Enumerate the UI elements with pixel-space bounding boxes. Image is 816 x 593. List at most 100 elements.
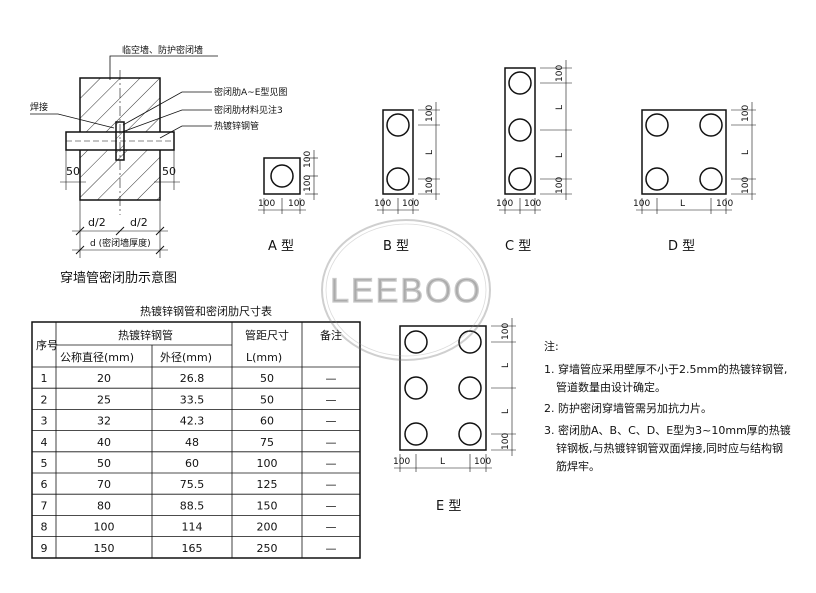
plate-type-e: 100 L L 100 100 L 100 E 型 — [393, 318, 516, 514]
svg-text:100: 100 — [555, 177, 565, 194]
table-cell: 32 — [97, 415, 111, 428]
svg-text:L: L — [425, 150, 435, 155]
rib-type-label: 密闭肋A~E型见图 — [214, 86, 287, 98]
svg-text:100: 100 — [303, 175, 313, 192]
table-cell: — — [326, 393, 337, 406]
table-cell: 75 — [260, 436, 274, 449]
svg-text:100: 100 — [393, 457, 410, 467]
table-cell: — — [326, 499, 337, 512]
header-nominal: 公称直径(mm) — [60, 350, 134, 364]
svg-text:100: 100 — [374, 199, 391, 209]
table-cell: 25 — [97, 393, 111, 406]
plate-e-label: E 型 — [436, 499, 461, 514]
svg-text:100: 100 — [501, 433, 511, 450]
header-pipe: 热镀锌钢管 — [118, 328, 173, 342]
svg-text:100: 100 — [524, 199, 541, 209]
table-cell: — — [326, 415, 337, 428]
svg-text:100: 100 — [303, 151, 313, 168]
dim-half-left: d/2 — [88, 216, 106, 229]
note-3-line-1: 3. 密闭肋A、B、C、D、E型为3~10mm厚的热镀 — [544, 423, 791, 437]
weld-label: 焊接 — [30, 101, 48, 113]
svg-text:L: L — [741, 150, 751, 155]
table-cell: 70 — [97, 478, 111, 491]
table-cell: 3 — [41, 415, 48, 428]
table-cell: 9 — [41, 542, 48, 555]
table-cell: 2 — [41, 393, 48, 406]
wall-label: 临空墙、防护密闭墙 — [122, 44, 203, 56]
plate-b-label: B 型 — [383, 239, 409, 254]
table-cell: — — [326, 372, 337, 385]
table-cell: — — [326, 457, 337, 470]
svg-text:L: L — [680, 199, 685, 209]
svg-text:100: 100 — [402, 199, 419, 209]
table-cell: 50 — [260, 372, 274, 385]
svg-text:100: 100 — [474, 457, 491, 467]
dim-left-50: 50 — [66, 165, 80, 178]
header-remark: 备注 — [320, 328, 342, 342]
table-cell: 7 — [41, 499, 48, 512]
plate-type-b: 100 L 100 100 100 B 型 — [374, 102, 440, 254]
svg-text:100: 100 — [741, 177, 751, 194]
header-spacing-unit: L(mm) — [246, 351, 282, 364]
svg-text:L: L — [501, 363, 511, 368]
table-cell: — — [326, 542, 337, 555]
svg-text:100: 100 — [633, 199, 650, 209]
svg-text:100: 100 — [716, 199, 733, 209]
header-spacing: 管距尺寸 — [245, 328, 289, 342]
table-cell: 150 — [94, 542, 115, 555]
header-seq: 序号 — [36, 338, 58, 352]
table-cell: 114 — [182, 521, 203, 534]
header-outer: 外径(mm) — [160, 351, 212, 364]
svg-text:100: 100 — [425, 105, 435, 122]
plate-d-label: D 型 — [668, 239, 695, 254]
svg-text:L: L — [501, 409, 511, 414]
table-cell: 5 — [41, 457, 48, 470]
dim-right-50: 50 — [162, 165, 176, 178]
table-cell: 75.5 — [180, 478, 205, 491]
svg-text:100: 100 — [741, 105, 751, 122]
rib-material-label: 密闭肋材料见注3 — [214, 104, 283, 116]
plate-c-label: C 型 — [505, 239, 531, 254]
watermark-logo: LEEBOO — [321, 219, 491, 361]
plate-type-c: 100 L L 100 100 100 C 型 — [496, 60, 572, 254]
table-cell: 150 — [257, 499, 278, 512]
table-cell: 20 — [97, 372, 111, 385]
svg-text:100: 100 — [288, 199, 305, 209]
notes: 注: 1. 穿墙管应采用壁厚不小于2.5mm的热镀锌钢管, 管道数量由设计确定。… — [544, 339, 791, 473]
note-2-line-1: 2. 防护密闭穿墙管需另加抗力片。 — [544, 401, 712, 415]
table-cell: 165 — [182, 542, 203, 555]
table-cell: 48 — [185, 436, 199, 449]
table-cell: 100 — [94, 521, 115, 534]
notes-heading: 注: — [544, 339, 559, 353]
note-1-line-2: 管道数量由设计确定。 — [556, 380, 666, 394]
dim-half-right: d/2 — [130, 216, 148, 229]
table-cell: — — [326, 478, 337, 491]
table-cell: 50 — [260, 393, 274, 406]
table-cell: 88.5 — [180, 499, 205, 512]
table-cell: 125 — [257, 478, 278, 491]
pipe-label: 热镀锌钢管 — [214, 120, 259, 132]
svg-text:L: L — [440, 457, 445, 467]
table-cell: — — [326, 436, 337, 449]
wall-diagram-caption: 穿墙管密闭肋示意图 — [60, 270, 177, 286]
svg-text:LEEBOO: LEEBOO — [330, 272, 482, 310]
table-cell: 80 — [97, 499, 111, 512]
table-cell: 200 — [257, 521, 278, 534]
plate-a-label: A 型 — [268, 239, 294, 254]
table-cell: 40 — [97, 436, 111, 449]
table-title: 热镀锌钢管和密闭肋尺寸表 — [140, 304, 272, 318]
pipe-rib-size-table: 热镀锌钢管和密闭肋尺寸表 序号 热镀锌钢管 公称直径(mm) 外径(mm) 管距… — [31, 304, 361, 559]
table-cell: 33.5 — [180, 393, 205, 406]
svg-text:100: 100 — [501, 323, 511, 340]
plate-type-a: 100 100 100 100 A 型 — [258, 150, 318, 254]
table-cell: 100 — [257, 457, 278, 470]
note-3-line-3: 筋焊牢。 — [556, 459, 600, 473]
table-cell: 6 — [41, 478, 48, 491]
svg-text:100: 100 — [555, 65, 565, 82]
svg-text:L: L — [555, 105, 565, 110]
svg-text:L: L — [555, 153, 565, 158]
note-1-line-1: 1. 穿墙管应采用壁厚不小于2.5mm的热镀锌钢管, — [544, 362, 787, 376]
svg-text:100: 100 — [496, 199, 513, 209]
